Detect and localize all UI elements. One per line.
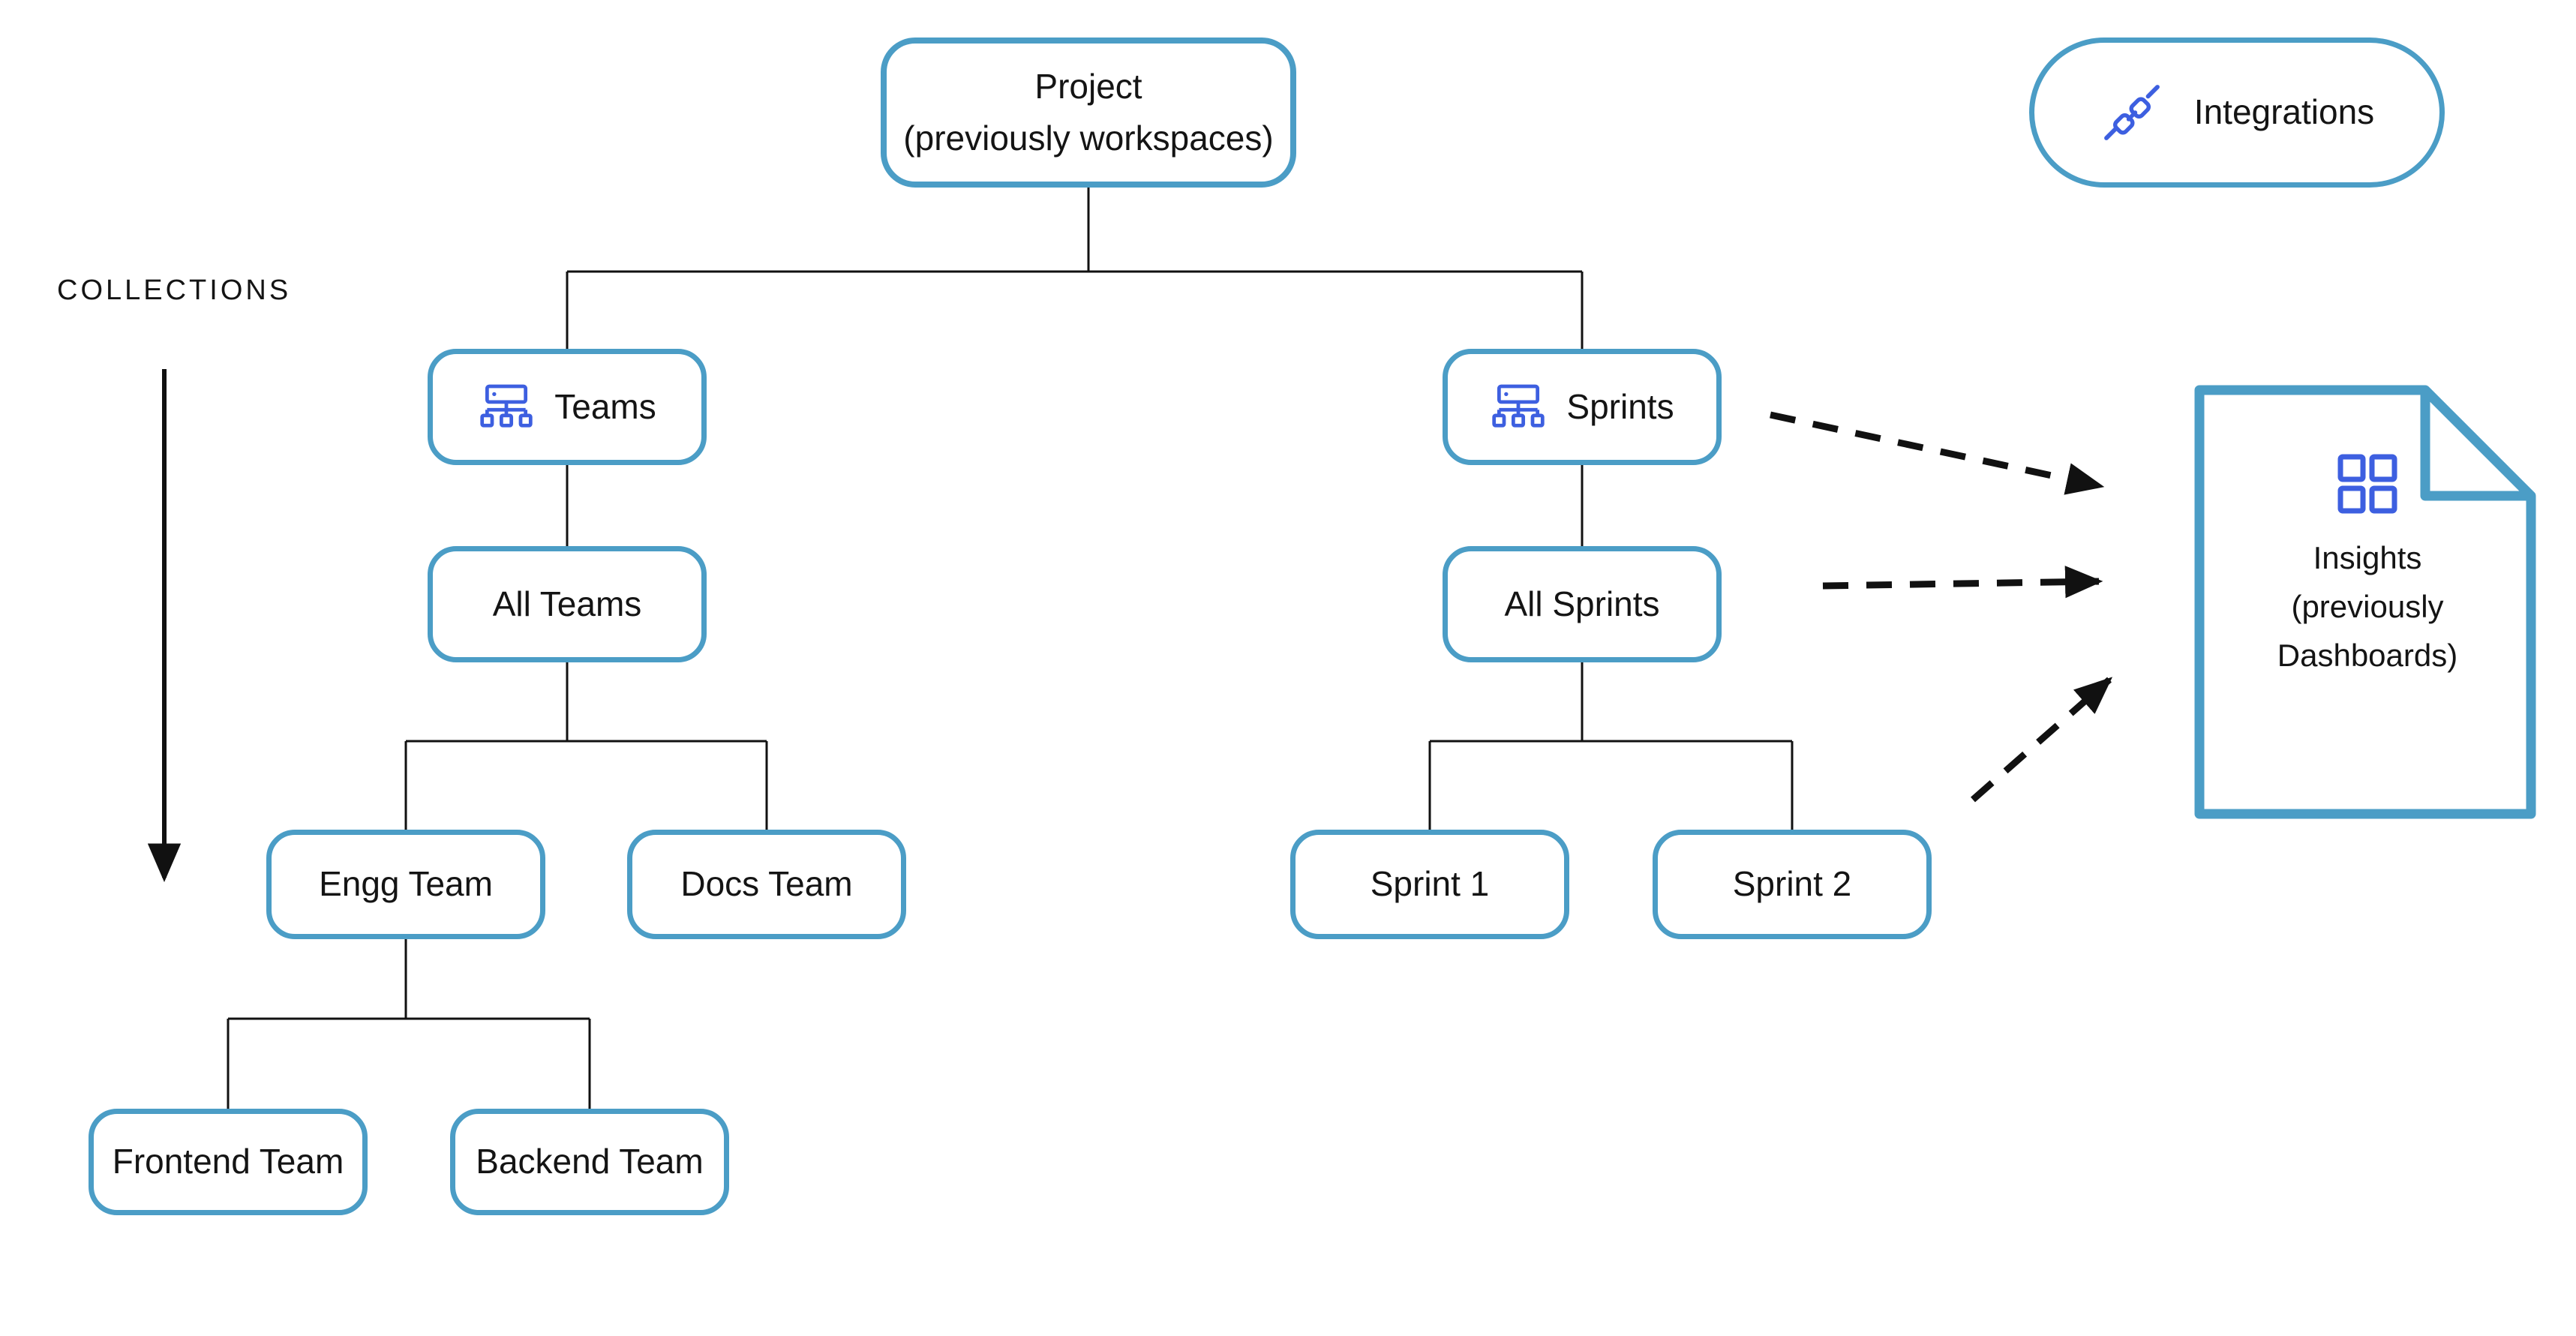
backend-team-label: Backend Team <box>476 1142 704 1181</box>
collections-label: COLLECTIONS <box>57 275 292 306</box>
node-teams: Teams <box>428 349 707 465</box>
engg-team-label: Engg Team <box>319 864 493 904</box>
flow-arrow-bottom-to-insights <box>1971 677 2113 803</box>
insights-label-line2: (previously <box>2291 589 2444 625</box>
insights-label-line1: Insights <box>2313 540 2422 575</box>
dashboard-grid-icon <box>2337 454 2397 514</box>
node-sprints: Sprints <box>1443 349 1722 465</box>
flow-arrow-sprints-to-insights <box>1770 411 2105 495</box>
document-shape <box>2194 385 2536 819</box>
integrations-label: Integrations <box>2193 92 2375 132</box>
node-engg-team: Engg Team <box>266 830 545 939</box>
node-docs-team: Docs Team <box>627 830 906 939</box>
teams-label: Teams <box>554 386 656 426</box>
frontend-team-label: Frontend Team <box>112 1142 344 1181</box>
node-all-sprints: All Sprints <box>1443 546 1722 662</box>
node-all-teams: All Teams <box>428 546 707 662</box>
sprint-1-label: Sprint 1 <box>1370 864 1490 904</box>
node-insights-document: Insights (previously Dashboards) <box>2194 385 2541 820</box>
node-sprint-1: Sprint 1 <box>1290 830 1569 939</box>
flow-arrow-allsprints-to-insights <box>1822 566 2103 599</box>
node-sprint-2: Sprint 2 <box>1653 830 1932 939</box>
sprints-label: Sprints <box>1566 386 1674 426</box>
sprint-2-label: Sprint 2 <box>1732 864 1852 904</box>
org-hierarchy-icon <box>480 384 533 428</box>
all-sprints-label: All Sprints <box>1504 584 1660 623</box>
plug-connection-icon <box>2103 85 2160 140</box>
node-frontend-team: Frontend Team <box>89 1109 368 1215</box>
insights-label-line3: Dashboards) <box>2277 638 2458 674</box>
node-project: Project (previously workspaces) <box>881 38 1296 188</box>
project-label-line2: (previously workspaces) <box>903 119 1274 158</box>
docs-team-label: Docs Team <box>680 864 853 904</box>
all-teams-label: All Teams <box>492 584 642 623</box>
node-integrations: Integrations <box>2029 38 2445 188</box>
tree-connectors <box>227 188 1794 1109</box>
project-label-line1: Project <box>1034 67 1142 106</box>
org-hierarchy-icon <box>1492 384 1545 428</box>
node-backend-team: Backend Team <box>450 1109 729 1215</box>
